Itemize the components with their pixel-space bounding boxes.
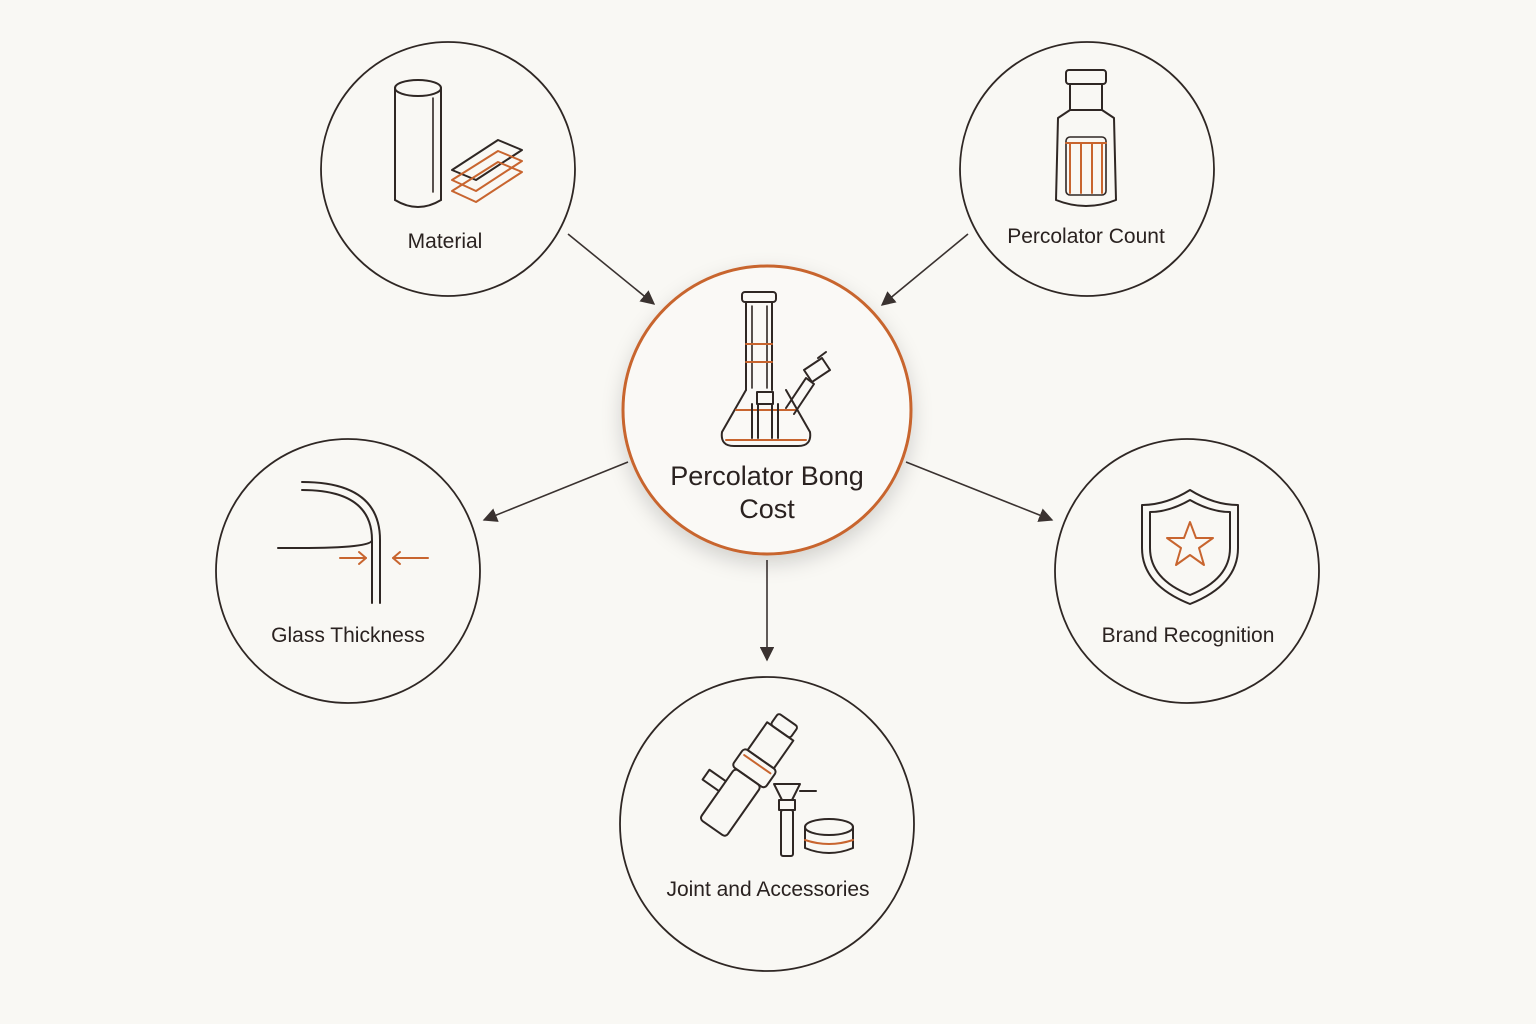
node-joint-accessories: Joint and Accessories xyxy=(619,676,915,972)
arrow-center-to-brand-recognition xyxy=(905,461,1054,522)
node-label: Joint and Accessories xyxy=(666,878,869,901)
percolator-count-icon xyxy=(1055,69,1117,207)
node-ring xyxy=(1054,438,1320,704)
node-brand-recognition: Brand Recognition xyxy=(1054,438,1320,704)
center-title-line2: Cost xyxy=(739,494,795,524)
bong-icon xyxy=(720,291,831,447)
node-percolator-count: Percolator Count xyxy=(959,41,1215,297)
node-ring xyxy=(619,676,915,972)
joint-accessories-icon xyxy=(700,713,854,857)
arrow-material-to-center xyxy=(567,233,656,305)
node-label: Material xyxy=(408,230,483,253)
center-title-line1: Percolator Bong xyxy=(670,461,864,491)
arrow-percolator-count-to-center xyxy=(880,233,969,306)
node-label: Glass Thickness xyxy=(271,624,425,647)
node-material: Material xyxy=(320,41,576,297)
connectors xyxy=(482,233,1054,662)
node-label: Brand Recognition xyxy=(1102,624,1275,647)
glass-thickness-icon xyxy=(277,481,429,604)
node-ring xyxy=(959,41,1215,297)
arrow-center-to-glass-thickness xyxy=(482,461,629,522)
node-glass-thickness: Glass Thickness xyxy=(215,438,481,704)
node-ring xyxy=(215,438,481,704)
node-label: Percolator Count xyxy=(1007,225,1165,248)
shield-star-icon xyxy=(1141,489,1239,605)
material-icon xyxy=(394,79,523,208)
node-center: Percolator Bong Cost xyxy=(621,264,913,556)
node-ring xyxy=(320,41,576,297)
